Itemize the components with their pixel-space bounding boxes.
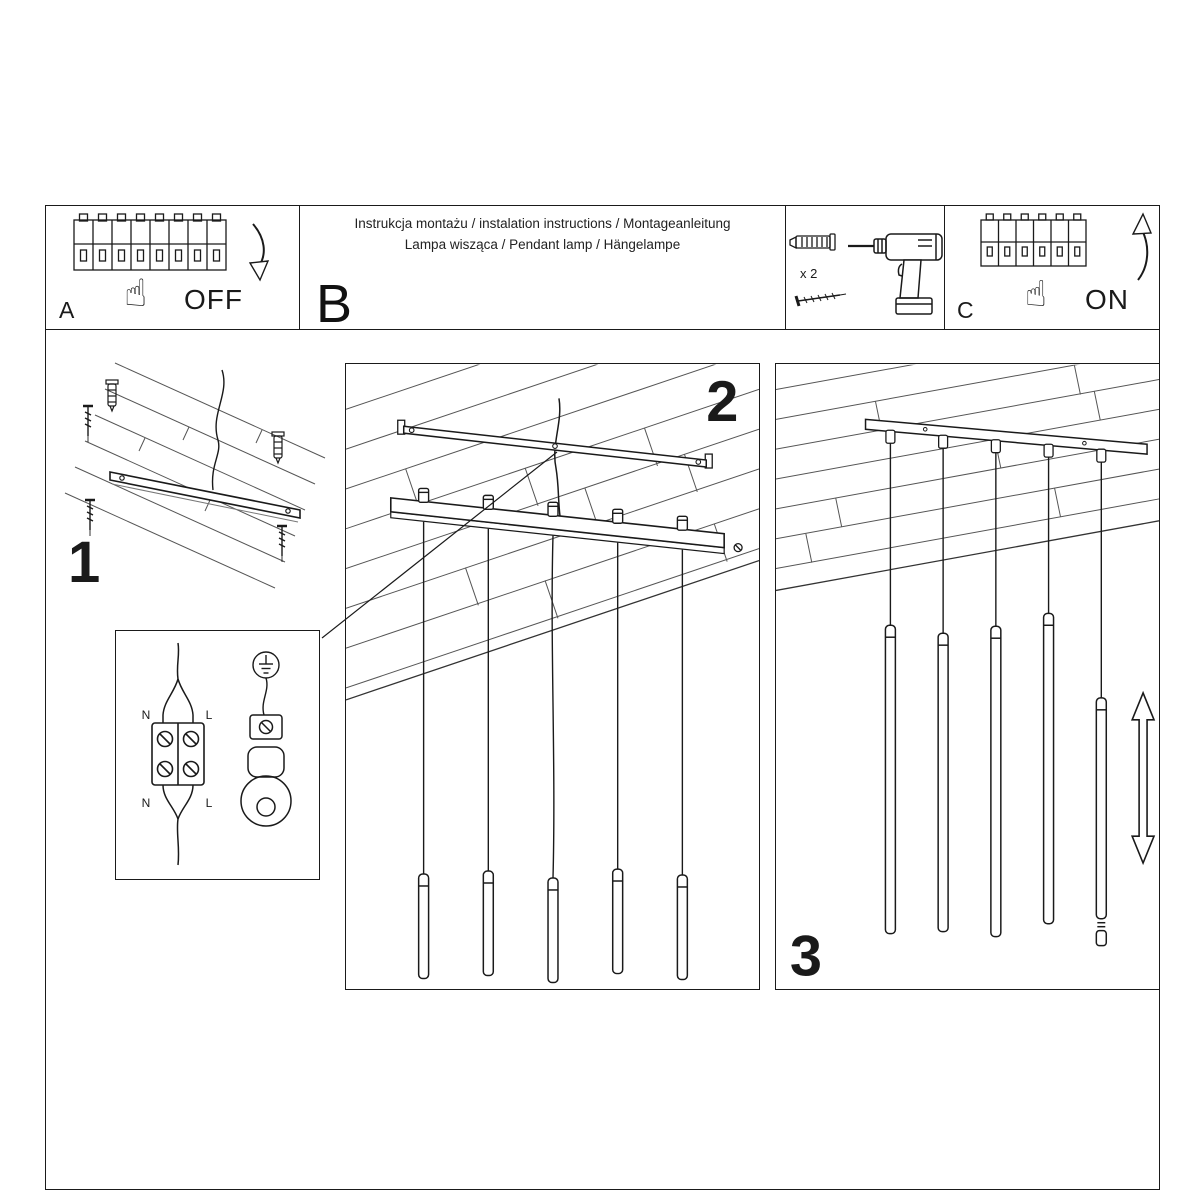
title-line-2: Lampa wisząca / Pendant lamp / Hängelamp…: [404, 237, 681, 252]
title-panel: Instrukcja montażu / instalation instruc…: [300, 205, 785, 334]
step-2-figure: 2: [345, 363, 760, 990]
wall-anchor-icon: [105, 379, 119, 413]
ceiling-edge: [776, 520, 1159, 592]
off-label: OFF: [184, 284, 243, 315]
screw-icon: [83, 404, 93, 442]
wire-merge: [162, 784, 194, 866]
step-number: 3: [790, 924, 822, 988]
on-label: ON: [1085, 284, 1129, 315]
mounting-bracket: [397, 419, 713, 469]
ceiling-planks: [776, 364, 1159, 570]
screw-icon: [85, 498, 95, 536]
cable: [211, 369, 225, 491]
terminal-block: [151, 722, 205, 786]
wiring-detail-figure: N L N L: [115, 630, 320, 880]
arrow-up-icon: [1131, 212, 1153, 281]
step-3-figure: 3: [775, 363, 1160, 990]
pendant-tubes: [417, 868, 689, 984]
drill-icon: [848, 233, 943, 315]
pointing-hand-icon: ☝: [1025, 274, 1047, 315]
wall-anchor-icon: [271, 431, 285, 465]
power-off-step-panel: ☝ OFF A: [45, 205, 300, 330]
wall-anchor-icon: [789, 233, 836, 251]
lamp-rail: [864, 418, 1148, 455]
step-number: 1: [68, 530, 100, 593]
step-c-label: C: [957, 297, 974, 323]
wire-l-label: L: [206, 708, 213, 722]
power-on-step-panel: ☝ ON C: [945, 205, 1160, 330]
ground-symbol-icon: [252, 651, 280, 679]
cord-grip: [240, 746, 292, 827]
pendant-tubes: [884, 612, 1108, 947]
tools-panel: x 2: [785, 205, 945, 330]
pendant-cables: [422, 521, 684, 879]
section-b-label: B: [316, 274, 353, 334]
instruction-title: Instrukcja montażu / instalation instruc…: [300, 213, 785, 255]
pendant-cables: [889, 443, 1102, 698]
ceiling-planks: [64, 362, 326, 589]
screw-icon: [794, 292, 847, 307]
pointing-hand-icon: ☝: [124, 271, 147, 315]
height-adjust-arrow-icon: [1130, 690, 1156, 866]
ground-wire: [262, 677, 268, 716]
screw-icon: [277, 524, 287, 562]
title-line-1: Instrukcja montażu / instalation instruc…: [354, 216, 731, 231]
circuit-breaker-icon: [73, 213, 227, 271]
screw-icon: [733, 542, 743, 553]
step-1-figure: 1: [64, 362, 326, 593]
mounting-rail: [109, 471, 301, 523]
wire-l-label: L: [206, 796, 213, 810]
wire-n-label: N: [142, 796, 151, 810]
wire-n-label: N: [142, 708, 151, 722]
cord-grips: [885, 429, 1107, 463]
ground-terminal: [249, 714, 283, 740]
circuit-breaker-icon: [980, 213, 1087, 267]
step-a-label: A: [59, 297, 75, 323]
step-number: 2: [706, 370, 738, 434]
wire-split: [162, 642, 194, 723]
screw-count-label: x 2: [800, 266, 817, 281]
arrow-down-icon: [248, 223, 270, 282]
